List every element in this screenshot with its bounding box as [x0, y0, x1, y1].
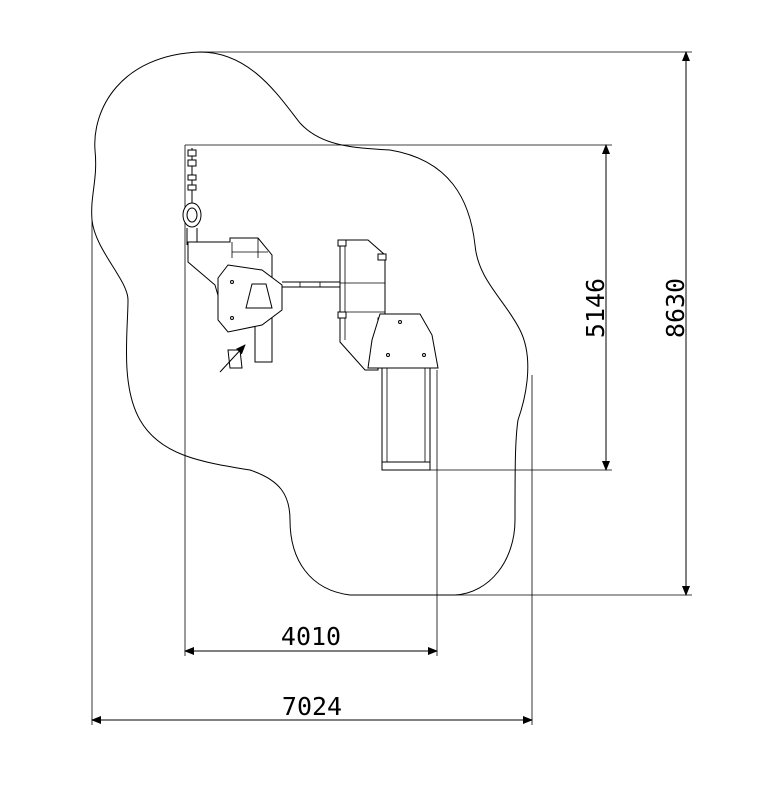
- safety-zone-outline: [91, 51, 529, 596]
- dimension-height-inner: 5146: [185, 144, 612, 471]
- dimension-label-8630: 8630: [661, 278, 690, 338]
- dimension-width-outer: 7024: [91, 220, 533, 725]
- left-deck-opening: [245, 283, 273, 309]
- connecting-bridge: [282, 281, 342, 288]
- dimension-width-inner: 4010: [184, 145, 438, 656]
- right-deck: [367, 313, 439, 369]
- play-structure: [182, 148, 439, 471]
- chain-element: [182, 148, 202, 245]
- dimension-height-outer: 8630: [200, 51, 692, 596]
- dimension-label-5146: 5146: [581, 278, 610, 338]
- dimension-label-4010: 4010: [281, 622, 341, 651]
- dimension-label-7024: 7024: [282, 692, 342, 721]
- slide-chute: [381, 367, 431, 471]
- ladder-element: [219, 344, 246, 373]
